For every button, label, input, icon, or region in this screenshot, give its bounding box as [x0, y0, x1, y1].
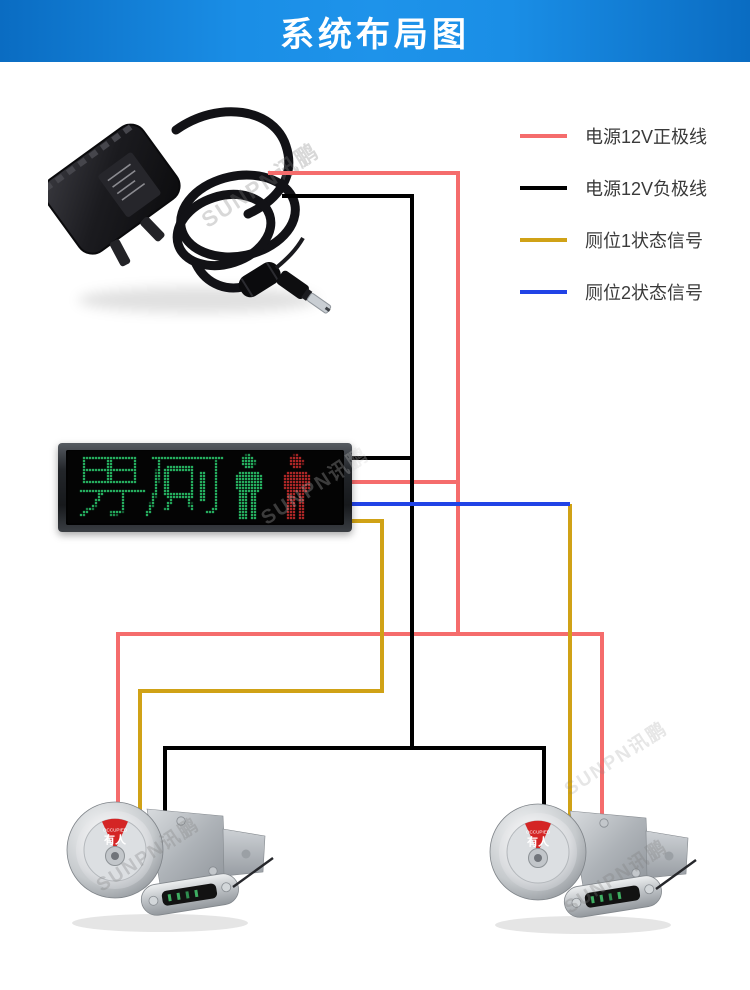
wire-power-positive [116, 171, 604, 820]
led-screen [66, 450, 344, 525]
legend-line-power-negative [520, 186, 567, 190]
plug-prong [140, 216, 165, 242]
legend-item-power-negative: 电源12V负极线 [520, 176, 707, 200]
legend-line-power-positive [520, 134, 567, 138]
header-banner: 系统布局图 [0, 0, 750, 62]
power-adapter-illustration [48, 107, 332, 314]
legend-item-stall1-signal: 厕位1状态信号 [520, 228, 703, 252]
legend-label: 电源12V负极线 [585, 179, 708, 199]
legend-label: 电源12V正极线 [585, 127, 708, 147]
adapter-body [48, 123, 181, 267]
legend-line-stall2-signal [520, 290, 567, 294]
led-display [58, 443, 352, 532]
legend-label: 厕位2状态信号 [585, 283, 704, 303]
page-title: 系统布局图 [280, 15, 470, 54]
legend-item-stall2-signal: 厕位2状态信号 [520, 280, 703, 304]
legend-item-power-positive: 电源12V正极线 [520, 124, 707, 148]
ferrite-bead [238, 261, 281, 298]
wire-stall1-signal [138, 504, 572, 818]
door-lock-stall2 [488, 802, 698, 936]
dc-barrel-plug [276, 270, 332, 314]
led-canvas [68, 451, 342, 523]
legend-line-stall1-signal [520, 238, 567, 242]
plug-prong [109, 239, 131, 267]
door-lock-stall1 [65, 800, 275, 934]
legend-label: 厕位1状态信号 [585, 231, 704, 251]
dc-cord [274, 236, 305, 270]
wire-power-negative [163, 194, 546, 816]
